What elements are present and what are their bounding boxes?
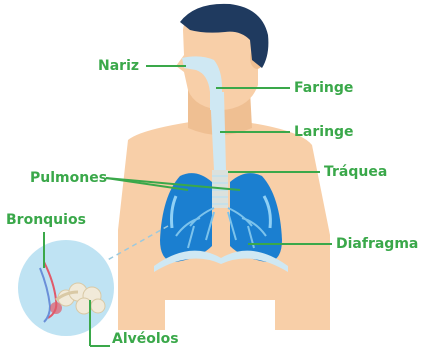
label-pulmones: Pulmones xyxy=(30,170,107,186)
label-alveolos: Alvéolos xyxy=(112,331,179,347)
alveoli-detail-circle xyxy=(18,240,114,336)
label-bronquios: Bronquios xyxy=(6,212,86,228)
label-traquea: Tráquea xyxy=(324,164,387,180)
label-nariz: Nariz xyxy=(98,58,139,74)
label-laringe: Laringe xyxy=(294,124,354,140)
label-faringe: Faringe xyxy=(294,80,353,96)
label-diafragma: Diafragma xyxy=(336,236,418,252)
